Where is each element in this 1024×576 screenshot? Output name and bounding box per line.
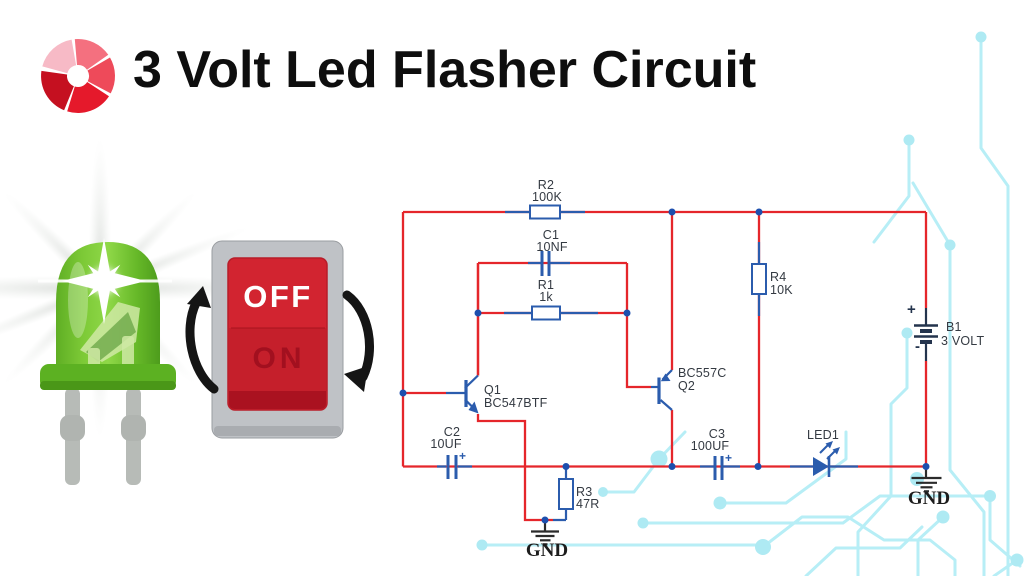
label-r3-ref: R3 <box>576 485 593 499</box>
capacitor-c1 <box>540 251 551 276</box>
label-b1-ref: B1 <box>946 320 962 334</box>
switch-off-label: OFF <box>243 279 313 314</box>
resistor-r4 <box>751 263 767 295</box>
transistor-q2 <box>657 369 673 411</box>
label-r4-value: 10K <box>770 283 793 297</box>
label-c2-ref: C2 <box>443 425 461 439</box>
label-r1-value: 1k <box>539 290 553 304</box>
resistor-r2 <box>529 204 561 220</box>
label-r2-ref: R2 <box>537 178 555 192</box>
rotate-arrows-icon <box>185 286 374 394</box>
label-q1-value: BC547BTF <box>484 396 548 410</box>
resistor-symbols <box>529 204 767 510</box>
pcb-trace <box>979 35 1010 576</box>
resistor-r1 <box>531 305 561 321</box>
label-c2-value: 10UF <box>430 437 462 451</box>
ground-symbol-right <box>911 466 942 493</box>
switch-on-label: ON <box>252 342 306 375</box>
c2-plus-mark: + <box>459 449 467 463</box>
toggle-switch-illustration <box>185 240 374 439</box>
pcb-trace <box>911 181 986 576</box>
pcb-trace-pattern <box>476 31 1024 576</box>
junction-dots <box>399 208 930 524</box>
battery-plus-mark: + <box>907 301 916 318</box>
label-c1-ref: C1 <box>542 228 560 242</box>
label-r4-ref: R4 <box>770 270 787 284</box>
capacitor-c3 <box>713 456 724 480</box>
capacitor-symbols <box>446 251 724 480</box>
label-gnd-center: GND <box>525 540 569 561</box>
pcb-trace <box>641 494 1022 568</box>
circuit-schematic <box>399 204 942 546</box>
sparkle-icon <box>38 238 172 324</box>
label-r3-value: 47R <box>576 497 600 511</box>
pcb-trace <box>916 515 945 576</box>
page-title: 3 Volt Led Flasher Circuit <box>133 41 757 99</box>
transistor-q1 <box>464 374 479 414</box>
label-q2-ref: Q2 <box>678 379 696 393</box>
schematic-wires <box>401 210 928 522</box>
c3-plus-mark: + <box>725 451 733 465</box>
pcb-trace <box>856 331 909 576</box>
battery-symbol <box>914 308 938 361</box>
label-c1-value: 10NF <box>536 240 568 254</box>
label-led1-ref: LED1 <box>806 428 840 442</box>
label-q1-ref: Q1 <box>484 383 502 397</box>
brand-logo-icon <box>41 38 116 114</box>
pcb-pads <box>476 31 1024 567</box>
resistor-r3 <box>558 478 574 510</box>
label-c3-ref: C3 <box>708 427 726 441</box>
pcb-trace <box>804 525 924 576</box>
led-symbol <box>813 441 840 477</box>
green-led-illustration <box>38 238 176 485</box>
capacitor-c2 <box>446 455 458 479</box>
label-r1-ref: R1 <box>537 278 555 292</box>
pcb-trace <box>761 515 957 576</box>
pcb-trace <box>872 138 911 244</box>
label-r2-value: 100K <box>532 190 562 204</box>
label-b1-value: 3 VOLT <box>941 334 985 348</box>
label-c3-value: 100UF <box>690 439 730 453</box>
label-gnd-right: GND <box>907 488 951 509</box>
pcb-trace <box>718 430 848 505</box>
battery-minus-mark: - <box>915 338 920 355</box>
label-q2-value: BC557C <box>678 366 727 380</box>
